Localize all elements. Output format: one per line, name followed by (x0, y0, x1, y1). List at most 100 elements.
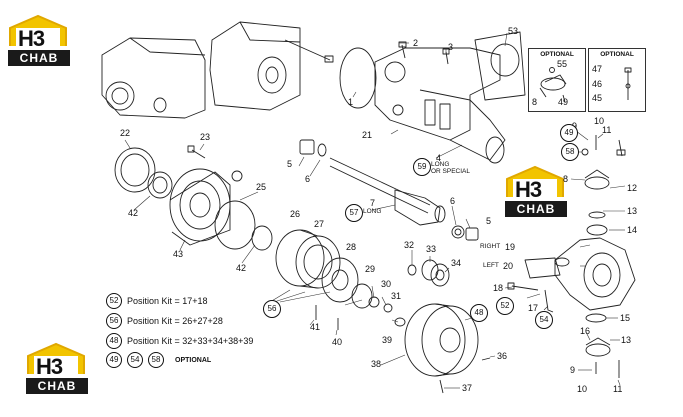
callout-8b: 8 (563, 174, 569, 184)
callout-16: 16 (580, 326, 591, 336)
brand-logo-bottom: H3 CHAB (26, 342, 90, 400)
callout-32: 32 (404, 240, 415, 250)
callout-47: 47 (592, 64, 603, 74)
callout-34: 34 (451, 258, 462, 268)
note-long: LONG (431, 161, 450, 168)
legend-badge: 54 (127, 352, 143, 368)
legend-row-56: 56 Position Kit = 26+27+28 (106, 313, 223, 329)
optional-box-2: OPTIONAL (588, 48, 646, 112)
callout-46: 46 (592, 79, 603, 89)
logo-band-text: CHAB (505, 201, 567, 217)
callout-4: 4 (436, 153, 442, 163)
callout-6a: 6 (305, 174, 311, 184)
circled-callout-49: 49 (560, 124, 578, 142)
callout-42b: 42 (236, 263, 247, 273)
callout-39: 39 (382, 335, 393, 345)
legend-row-optional: 49 54 58 OPTIONAL (106, 352, 211, 368)
callout-40: 40 (332, 337, 343, 347)
optional-box-title: OPTIONAL (600, 51, 634, 58)
circled-callout-57: 57 (345, 204, 363, 222)
callout-31: 31 (391, 291, 402, 301)
house-logo-icon (9, 14, 67, 46)
callout-29: 29 (365, 264, 376, 274)
note-left: LEFT (483, 262, 499, 269)
circled-callout-59: 59 (413, 158, 431, 176)
axle-housing-end-drawing (101, 37, 206, 119)
o-ring-1 (339, 47, 377, 109)
circled-callout-54: 54 (535, 311, 553, 329)
callout-11a: 11 (602, 125, 612, 135)
callout-7: 7 (370, 198, 376, 208)
callout-23: 23 (200, 132, 211, 142)
legend-row-48: 48 Position Kit = 32+33+34+38+39 (106, 333, 253, 349)
axle-beam-drawing (374, 31, 526, 164)
legend-badge: 49 (106, 352, 122, 368)
callout-55: 55 (557, 59, 568, 69)
callout-42a: 42 (128, 208, 139, 218)
house-logo-icon (27, 342, 85, 374)
circled-callout-48: 48 (470, 304, 488, 322)
callout-12: 12 (627, 183, 638, 193)
callout-25: 25 (256, 182, 267, 192)
callout-41: 41 (310, 322, 321, 332)
circled-callout-52: 52 (496, 297, 514, 315)
logo-mark: H3 (18, 26, 45, 51)
optional-box-1-drawing (539, 67, 567, 103)
logo-mark: H3 (36, 354, 63, 379)
legend-text: Position Kit = 32+33+34+38+39 (127, 336, 254, 346)
callout-43: 43 (173, 249, 184, 259)
bearing-cap-12 (584, 176, 610, 190)
callout-19: 19 (505, 242, 516, 252)
legend-badge: 56 (106, 313, 122, 329)
logo-band-text: CHAB (8, 50, 70, 66)
callout-9b: 9 (570, 365, 576, 375)
circled-callout-56: 56 (263, 300, 281, 318)
callout-18: 18 (493, 283, 504, 293)
note-or-special: OR SPECIAL (431, 168, 471, 175)
callout-5b: 5 (486, 216, 492, 226)
callout-13b: 13 (621, 335, 632, 345)
callout-26: 26 (290, 209, 301, 219)
callout-15: 15 (620, 313, 631, 323)
callout-21: 21 (362, 130, 373, 140)
legend-text: Position Kit = 17+18 (127, 296, 208, 306)
callout-17: 17 (528, 303, 539, 313)
callout-14: 14 (627, 225, 638, 235)
legend-row-52: 52 Position Kit = 17+18 (106, 293, 208, 309)
o-ring-25 (214, 200, 256, 250)
brand-logo-middle: H3 CHAB (505, 165, 569, 223)
callout-2: 2 (413, 38, 419, 48)
optional-box-title: OPTIONAL (540, 51, 574, 58)
callout-8a: 8 (532, 97, 538, 107)
callout-36: 36 (497, 351, 508, 361)
ring-gear-drawing (275, 229, 341, 289)
steering-knuckle-drawing (524, 237, 636, 311)
legend-badge: 48 (106, 333, 122, 349)
callout-45: 45 (592, 93, 603, 103)
callout-1: 1 (348, 97, 354, 107)
callout-13a: 13 (627, 206, 638, 216)
leader-lines (124, 32, 626, 389)
circled-callout-58: 58 (561, 143, 579, 161)
callout-38: 38 (371, 359, 382, 369)
legend-badge: 52 (106, 293, 122, 309)
axle-shaft-drawing (329, 157, 446, 226)
callout-37: 37 (462, 383, 473, 393)
brake-housing-drawing (209, 21, 334, 111)
callout-6b: 6 (450, 196, 456, 206)
callout-10b: 10 (577, 384, 588, 394)
brand-logo-top: H3 CHAB (8, 14, 72, 72)
optional-box-2-drawing (624, 67, 632, 100)
hub-43-drawing (169, 168, 231, 246)
washer-58 (581, 148, 589, 156)
callout-27: 27 (314, 219, 325, 229)
logo-band-text: CHAB (26, 378, 88, 394)
callout-3: 3 (448, 42, 454, 52)
note-long-7: LONG (363, 208, 382, 215)
callout-22: 22 (120, 128, 131, 138)
legend-text: Position Kit = 26+27+28 (127, 316, 223, 326)
house-logo-icon (506, 165, 564, 197)
wheel-hub-38-drawing (404, 303, 479, 377)
